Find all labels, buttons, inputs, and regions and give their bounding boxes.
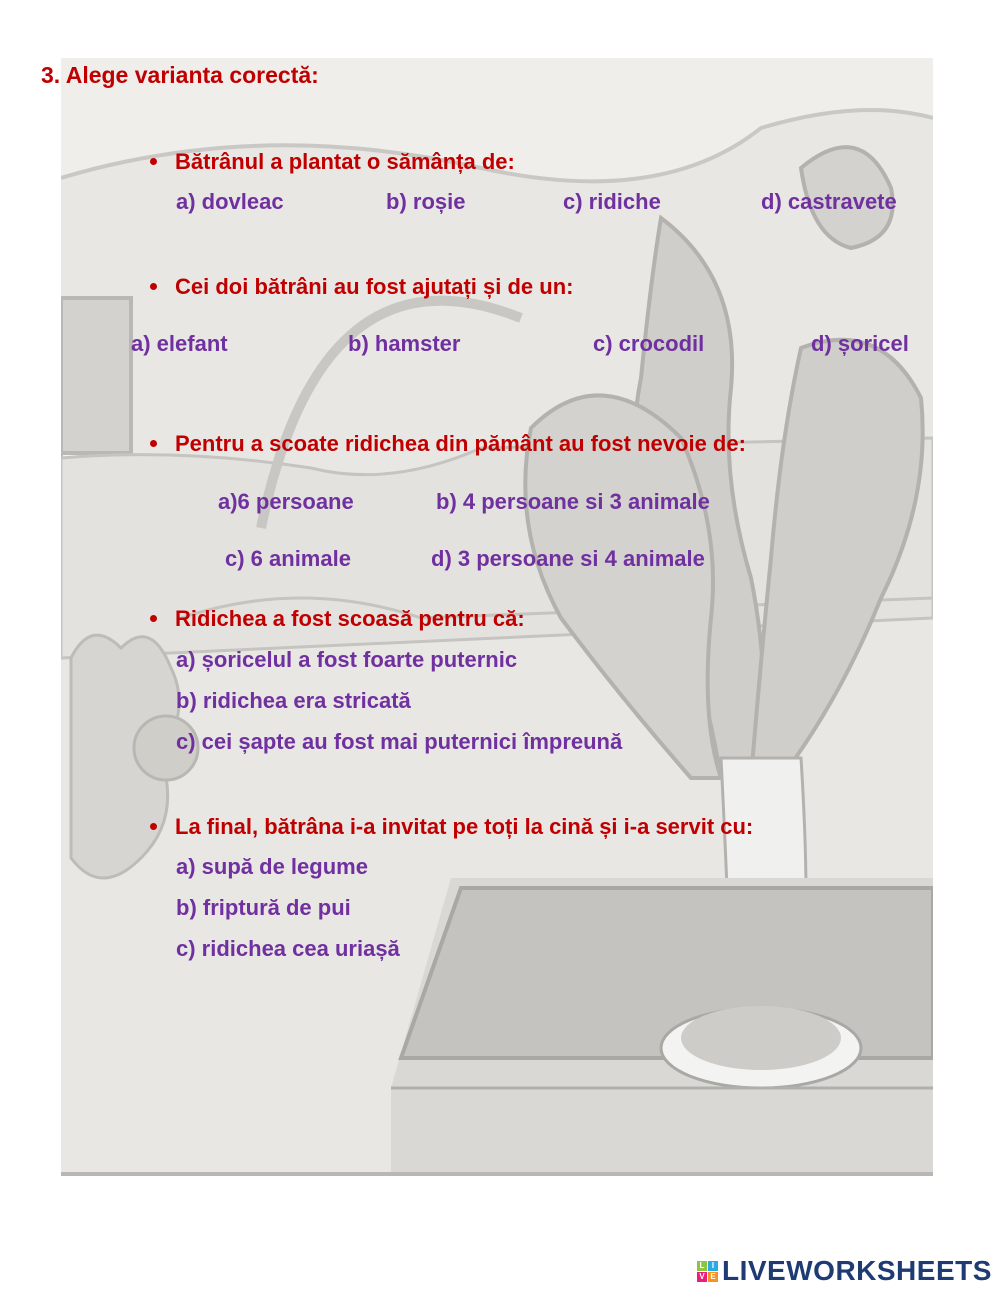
- logo-letter-i: I: [708, 1260, 718, 1271]
- question-2-text: Cei doi bătrâni au fost ajutați și de un…: [175, 274, 574, 299]
- question-3-option-d[interactable]: d) 3 persoane si 4 animale: [431, 546, 705, 571]
- question-1-option-a[interactable]: a) dovleac: [176, 189, 284, 214]
- exercise-title: 3. Alege varianta corectă:: [41, 62, 319, 88]
- liveworksheets-logo[interactable]: L I V E LIVEWORKSHEETS: [697, 1255, 992, 1287]
- question-5-option-a[interactable]: a) supă de legume: [176, 854, 368, 879]
- question-2-option-a[interactable]: a) elefant: [131, 331, 228, 356]
- question-4-text: Ridichea a fost scoasă pentru că:: [175, 606, 525, 631]
- question-5-option-c[interactable]: c) ridichea cea uriașă: [176, 936, 400, 961]
- question-4: Ridichea a fost scoasă pentru că:: [150, 606, 525, 632]
- bullet-icon: [150, 822, 157, 830]
- question-2-option-d[interactable]: d) șoricel: [811, 331, 909, 356]
- logo-letter-e: E: [708, 1271, 718, 1282]
- question-1: Bătrânul a plantat o sămânța de:: [150, 149, 515, 175]
- question-2-option-c[interactable]: c) crocodil: [593, 331, 705, 356]
- question-5: La final, bătrâna i-a invitat pe toți la…: [150, 814, 753, 840]
- question-4-option-c[interactable]: c) cei șapte au fost mai puternici împre…: [176, 729, 623, 754]
- question-5-text: La final, bătrâna i-a invitat pe toți la…: [175, 814, 754, 839]
- question-3-option-b[interactable]: b) 4 persoane si 3 animale: [436, 489, 710, 514]
- bullet-icon: [150, 614, 157, 622]
- bullet-icon: [150, 157, 157, 165]
- logo-letter-l: L: [697, 1260, 707, 1271]
- background-illustration: [61, 58, 933, 1176]
- question-3-option-c[interactable]: c) 6 animale: [225, 546, 351, 571]
- question-2-option-b[interactable]: b) hamster: [348, 331, 461, 356]
- liveworksheets-logo-icon: L I V E: [697, 1260, 718, 1282]
- question-2: Cei doi bătrâni au fost ajutați și de un…: [150, 274, 573, 300]
- question-1-text: Bătrânul a plantat o sămânța de:: [175, 149, 515, 174]
- question-1-option-b[interactable]: b) roșie: [386, 189, 466, 214]
- logo-text: LIVEWORKSHEETS: [722, 1255, 992, 1286]
- logo-letter-v: V: [697, 1271, 707, 1282]
- question-3-option-a[interactable]: a)6 persoane: [218, 489, 354, 514]
- question-1-option-c[interactable]: c) ridiche: [563, 189, 661, 214]
- question-3: Pentru a scoate ridichea din pământ au f…: [150, 431, 746, 457]
- question-4-option-a[interactable]: a) șoricelul a fost foarte puternic: [176, 647, 518, 672]
- question-3-text: Pentru a scoate ridichea din pământ au f…: [175, 431, 746, 456]
- question-1-option-d[interactable]: d) castravete: [761, 189, 897, 214]
- question-5-option-b[interactable]: b) friptură de pui: [176, 895, 351, 920]
- question-4-option-b[interactable]: b) ridichea era stricată: [176, 688, 411, 713]
- bullet-icon: [150, 439, 157, 447]
- bullet-icon: [150, 282, 157, 290]
